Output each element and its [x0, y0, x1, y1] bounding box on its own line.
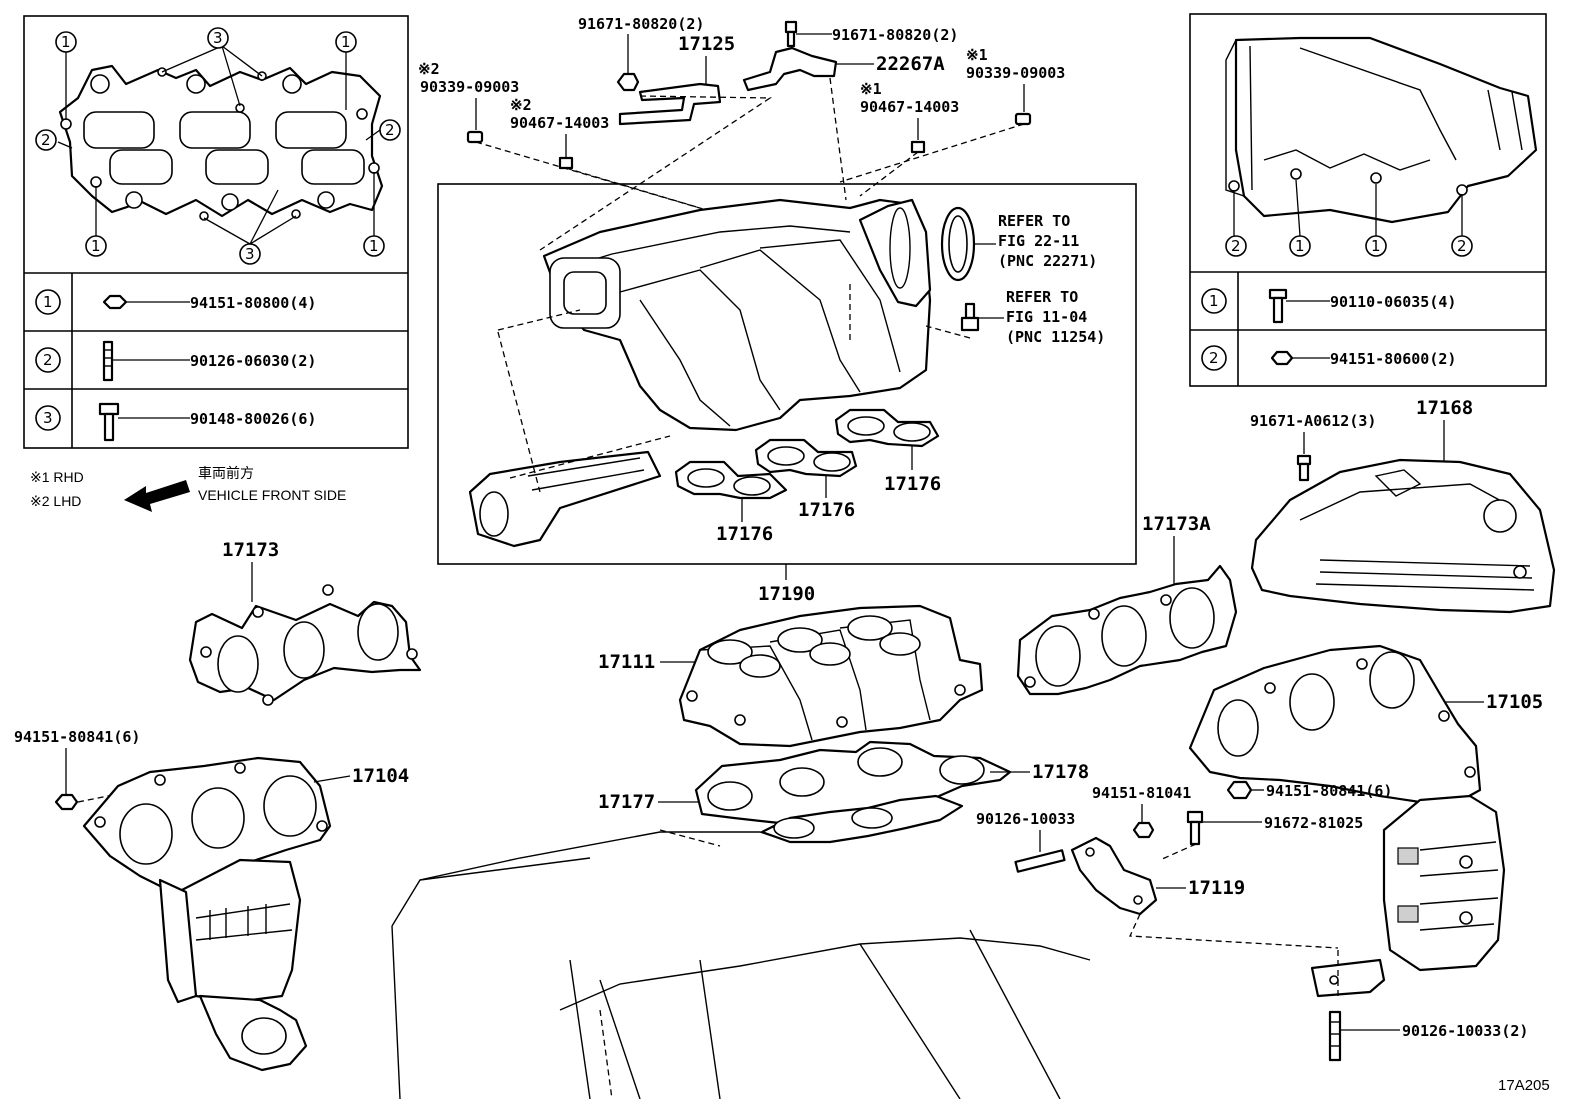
- marker-2: 2: [41, 131, 51, 149]
- table-part-number: 90126-06030(2): [190, 352, 316, 370]
- part-label: 94151-81041: [1092, 784, 1191, 802]
- table-row-number: 1: [43, 293, 53, 311]
- refer-note: (PNC 22271): [998, 252, 1097, 270]
- legend-rhd: ※1 RHD: [30, 469, 84, 485]
- marker-1: 1: [1371, 237, 1381, 255]
- table-part-number: 90110-06035(4): [1330, 293, 1456, 311]
- part-label: 17173A: [1142, 513, 1211, 535]
- table-row-number: 2: [1209, 349, 1219, 367]
- part-label: 17190: [758, 583, 815, 605]
- part-label: 17105: [1486, 691, 1543, 713]
- figure-id: 17A205: [1498, 1077, 1550, 1094]
- legend-front-jp: 車両前方: [198, 465, 254, 481]
- legend-front-en: VEHICLE FRONT SIDE: [198, 487, 346, 503]
- marker-1: 1: [369, 237, 379, 255]
- note-mark: ※2: [418, 60, 440, 78]
- exhaust-gasket-17173a: 17173A: [1016, 513, 1238, 696]
- refer-note: REFER TO: [1006, 288, 1078, 306]
- exhaust-gasket-17173: 17173: [188, 539, 422, 706]
- part-label: 17176: [716, 523, 773, 545]
- part-label: 90126-10033: [976, 810, 1075, 828]
- part-label: 17119: [1188, 877, 1245, 899]
- refer-note: REFER TO: [998, 212, 1070, 230]
- part-label: 91671-A0612(3): [1250, 412, 1376, 430]
- heat-insulator-17168: 91671-A0612(3) 17168: [1250, 397, 1556, 614]
- part-label: 91671-80820(2): [578, 15, 704, 33]
- table-part-number: 94151-80800(4): [190, 294, 316, 312]
- marker-2: 2: [385, 121, 395, 139]
- part-label: 17176: [798, 499, 855, 521]
- refer-note: FIG 11-04: [1006, 308, 1087, 326]
- marker-2: 2: [1457, 237, 1467, 255]
- note-mark: ※1: [860, 80, 882, 98]
- exhaust-manifold-17104: 94151-80841(6) 17104: [14, 728, 409, 1072]
- arrow-left-icon: [124, 480, 190, 512]
- part-label: 90126-10033(2): [1402, 1022, 1528, 1040]
- part-label: 91671-80820(2): [832, 26, 958, 44]
- table-part-number: 90148-80026(6): [190, 410, 316, 428]
- marker-3: 3: [213, 29, 223, 47]
- intake-manifold-17111: 17111: [598, 604, 984, 748]
- part-label: 90467-14003: [860, 98, 959, 116]
- part-label: 90467-14003: [510, 114, 609, 132]
- part-label: 17176: [884, 473, 941, 495]
- table-row-number: 2: [43, 351, 53, 369]
- table-part-number: 94151-80600(2): [1330, 350, 1456, 368]
- exhaust-manifold-17105: 17105 90126-10033(2) 94151-80841(6): [1188, 644, 1543, 1062]
- part-label: 17111: [598, 651, 655, 673]
- intake-gaskets: 17177 17178: [598, 740, 1089, 844]
- part-label: 17104: [352, 765, 409, 787]
- part-label: 94151-80841(6): [14, 728, 140, 746]
- marker-1: 1: [341, 33, 351, 51]
- part-label: 17177: [598, 791, 655, 813]
- gasket-17176-a: 17176: [674, 460, 788, 545]
- part-label: 91672-81025: [1264, 814, 1363, 832]
- bracket-area: 91671-80820(2) 17125 91671-80820(2) 2226…: [418, 15, 1065, 251]
- part-label: 90339-09003: [966, 64, 1065, 82]
- engine-outline: [391, 829, 1091, 1100]
- note-mark: ※2: [510, 96, 532, 114]
- inset-upper-gasket: 1 1 3 2 2 1 1 3 1 94151-80800(4) 2 90126…: [23, 15, 409, 449]
- marker-2: 2: [1231, 237, 1241, 255]
- gasket-17176-c: 17176: [834, 408, 941, 495]
- legend: ※1 RHD ※2 LHD 車両前方 VEHICLE FRONT SIDE: [30, 465, 346, 512]
- marker-1: 1: [1295, 237, 1305, 255]
- table-row-number: 3: [43, 409, 53, 427]
- table-row-number: 1: [1209, 292, 1219, 310]
- marker-1: 1: [91, 237, 101, 255]
- part-label: 94151-80841(6): [1266, 782, 1392, 800]
- refer-note: (PNC 11254): [1006, 328, 1105, 346]
- gasket-17176-b: 17176: [754, 438, 858, 521]
- part-label: 90339-09003: [420, 78, 519, 96]
- part-label: 17173: [222, 539, 279, 561]
- part-label: 22267A: [876, 53, 945, 75]
- intake-assembly-box: REFER TO FIG 22-11 (PNC 22271) REFER TO …: [437, 183, 1137, 565]
- part-label: 17178: [1032, 761, 1089, 783]
- bracket-17119: 94151-81041 90126-10033 91672-81025 1711…: [976, 784, 1363, 949]
- note-mark: ※1: [966, 46, 988, 64]
- part-label: 17125: [678, 33, 735, 55]
- marker-3: 3: [245, 245, 255, 263]
- legend-lhd: ※2 LHD: [30, 493, 81, 509]
- marker-1: 1: [61, 33, 71, 51]
- inset-intake-plenum: 2 1 1 2 1 90110-06035(4) 2 94151-80600(2…: [1189, 13, 1547, 387]
- part-label: 17168: [1416, 397, 1473, 419]
- refer-note: FIG 22-11: [998, 232, 1079, 250]
